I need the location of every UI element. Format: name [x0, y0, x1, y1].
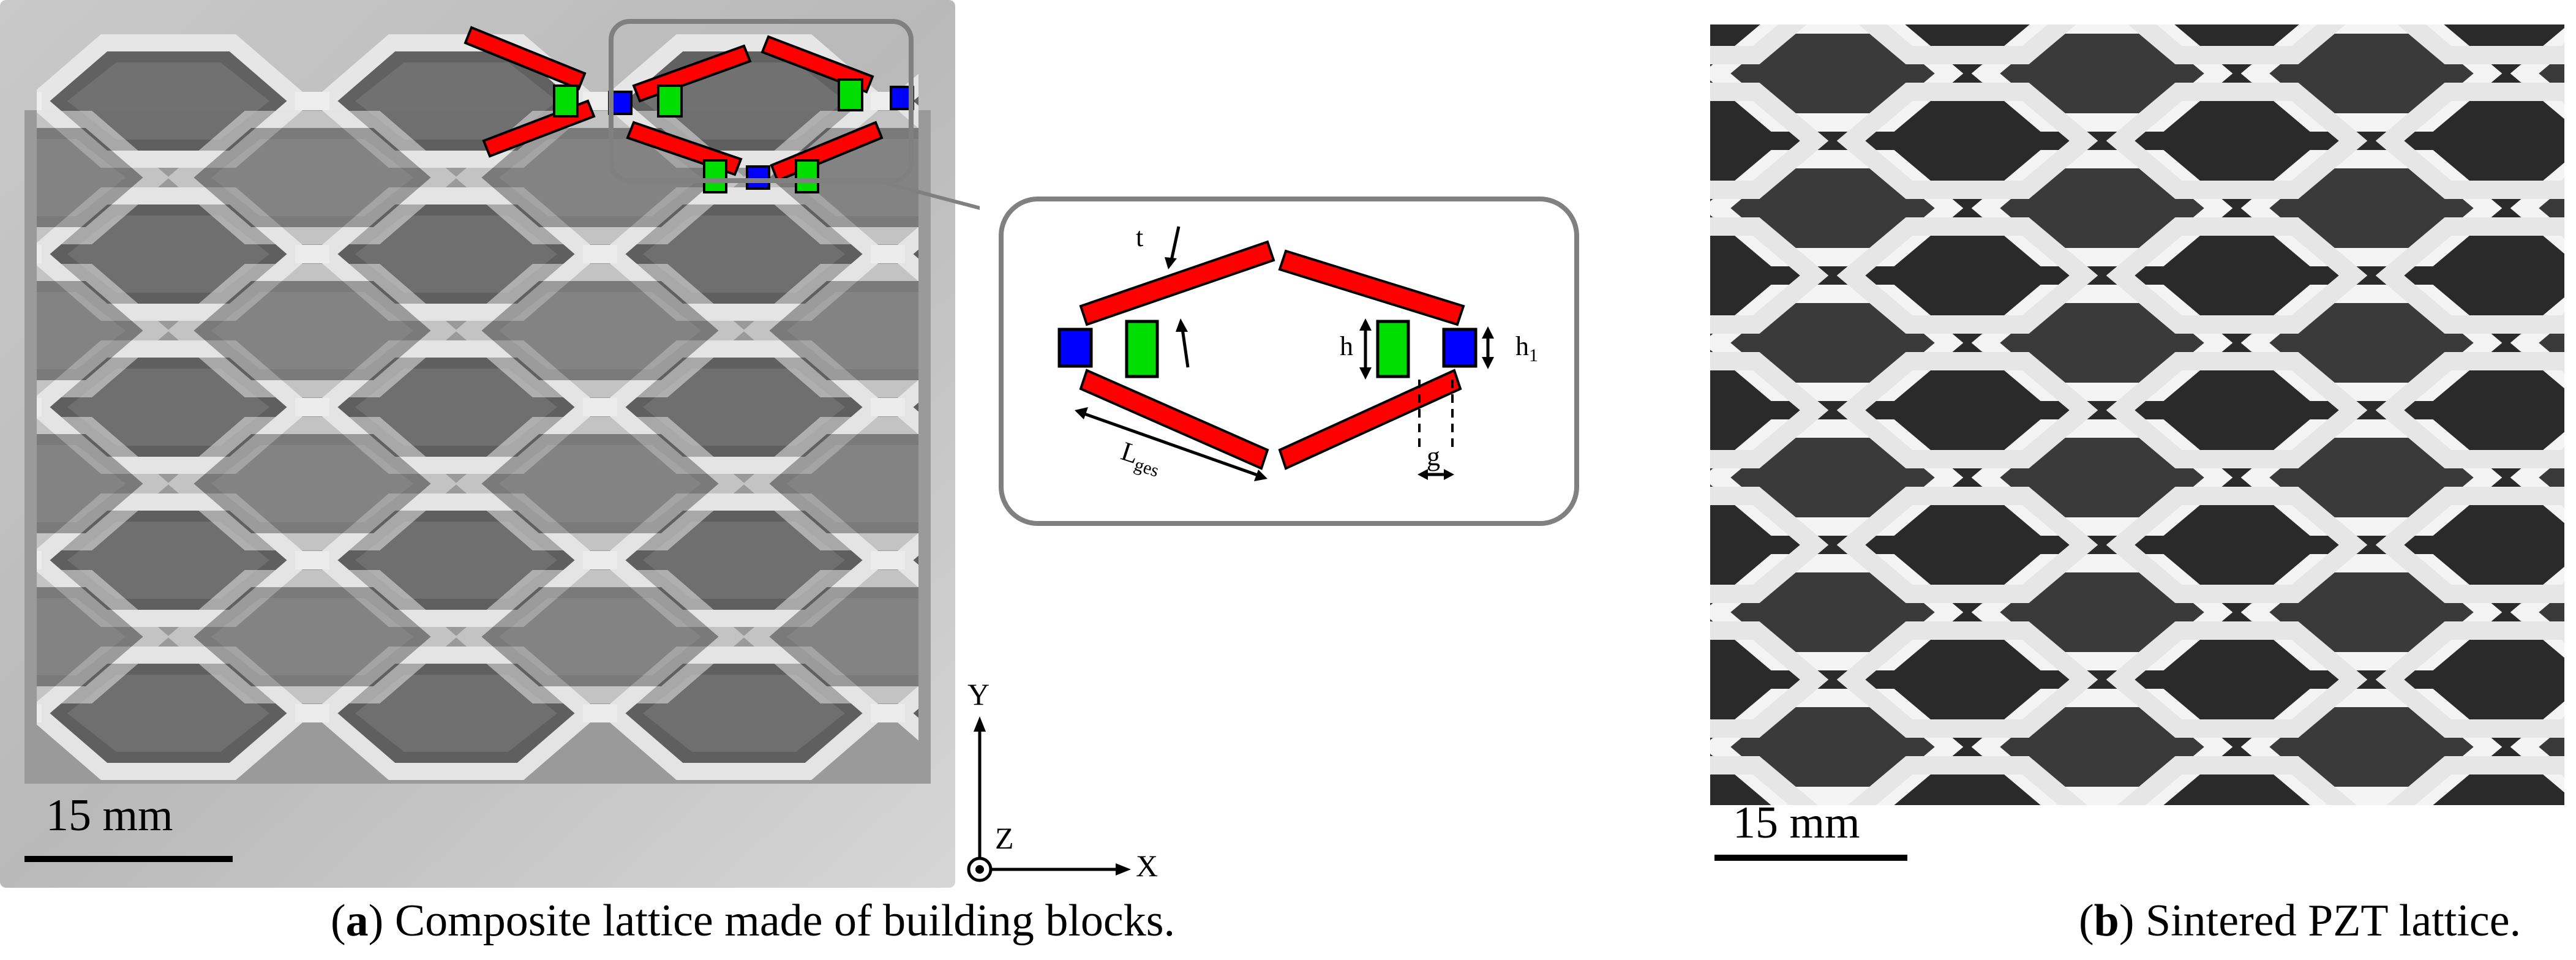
caption-b: (b) Sintered PZT lattice.: [2079, 896, 2522, 946]
coordinate-axes: [967, 716, 1131, 882]
inset-blue-joint: [1057, 328, 1093, 368]
green-block: [703, 159, 727, 193]
highlight-frame: [609, 19, 914, 183]
inset-beam: [1079, 369, 1269, 470]
inset-green-block: [1376, 320, 1410, 378]
callout-line: [875, 179, 980, 210]
scale-label-a: 15 mm: [46, 790, 173, 841]
scale-bar-b: [1714, 855, 1907, 861]
scale-label-b: 15 mm: [1733, 798, 1860, 848]
label-h1-main: h: [1515, 331, 1529, 361]
inset-beam: [1278, 249, 1465, 326]
inset-green-block: [1125, 320, 1159, 378]
label-t: t: [1136, 222, 1144, 252]
scale-bar-a: [24, 856, 233, 862]
caption-a-text: Composite lattice made of building block…: [383, 896, 1176, 946]
caption-a-letter: a: [345, 896, 369, 946]
composite-lattice-photo: [0, 0, 955, 888]
caption-b-text: Sintered PZT lattice.: [2134, 896, 2522, 946]
building-block-overlay: [464, 19, 980, 210]
label-h1-sub: 1: [1529, 345, 1538, 366]
inset-blue-joint: [1442, 328, 1478, 368]
label-h1: h1: [1515, 331, 1538, 366]
green-block: [795, 159, 819, 193]
caption-b-letter: b: [2093, 896, 2119, 946]
label-h: h: [1340, 331, 1353, 361]
inset-frame: [999, 197, 1579, 526]
beam-shape: [464, 26, 587, 91]
axis-z-label: Z: [995, 821, 1014, 855]
axis-x-label: X: [1136, 849, 1158, 883]
green-block: [657, 84, 683, 118]
label-g: g: [1427, 441, 1440, 471]
beam-shape: [760, 35, 874, 94]
caption-a: (a) Composite lattice made of building b…: [331, 896, 1176, 946]
green-block: [838, 78, 863, 111]
inset-beam: [1079, 240, 1275, 326]
beam-shape: [770, 121, 884, 182]
beam-shape: [632, 44, 752, 103]
sintered-pzt-photo: [1710, 24, 2564, 805]
axis-y-label: Y: [967, 677, 990, 711]
blue-joint: [746, 165, 770, 190]
inset-detail: [999, 197, 1579, 526]
green-block: [553, 84, 579, 118]
inset-beam: [1278, 369, 1462, 470]
panel-a: t h h1 Lges g 15 mm Y Z X (a) Composite …: [0, 0, 1579, 960]
